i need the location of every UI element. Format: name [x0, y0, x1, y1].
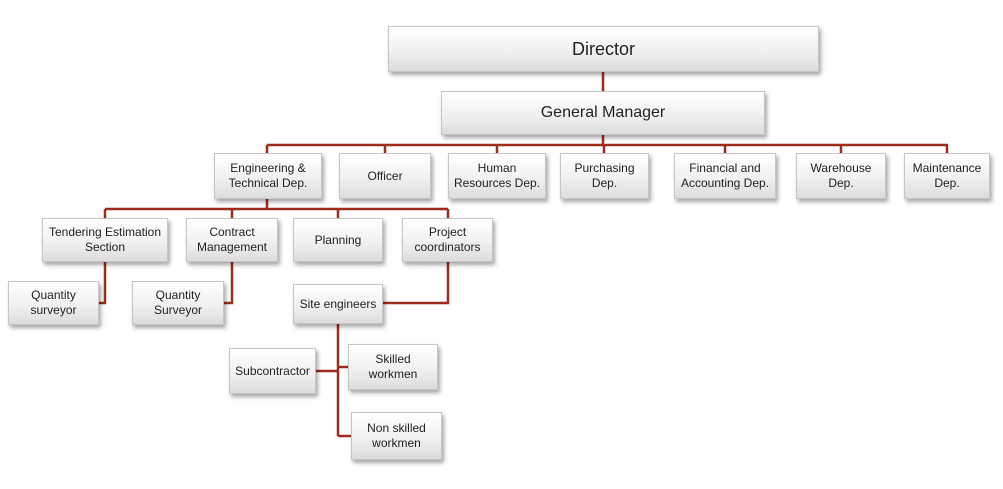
node-skilled-workmen: Skilled workmen — [348, 344, 438, 390]
node-project-coordinators: Project coordinators — [402, 218, 493, 262]
node-non-skilled-workmen: Non skilled workmen — [351, 412, 442, 460]
node-purchasing: Purchasing Dep. — [560, 153, 649, 199]
node-planning: Planning — [293, 218, 383, 262]
node-label: Skilled workmen — [368, 352, 418, 381]
node-label: Quantity Surveyor — [153, 288, 203, 317]
node-label: General Manager — [540, 104, 666, 121]
node-label: Warehouse Dep. — [810, 161, 872, 190]
node-subcontractor: Subcontractor — [229, 348, 316, 394]
node-label: Director — [571, 39, 635, 59]
node-quantity-surveyor-2: Quantity Surveyor — [132, 281, 224, 325]
connector-project-site — [383, 262, 450, 305]
node-label: Non skilled workmen — [367, 421, 426, 450]
node-quantity-surveyor-1: Quantity surveyor — [8, 281, 99, 325]
node-label: Maintenance Dep. — [912, 161, 982, 190]
node-label: Planning — [314, 232, 362, 247]
node-financial-accounting: Financial and Accounting Dep. — [674, 153, 776, 199]
node-human-resources: Human Resources Dep. — [448, 153, 546, 199]
node-label: Quantity surveyor — [30, 288, 77, 317]
node-maintenance: Maintenance Dep. — [904, 153, 990, 199]
node-director: Director — [388, 26, 819, 72]
node-officer: Officer — [339, 153, 431, 199]
node-label: Contract Management — [196, 225, 268, 254]
connector-tendering-qs1 — [99, 262, 107, 305]
node-label: Financial and Accounting Dep. — [680, 161, 770, 190]
connector-contract-qs2 — [224, 262, 234, 305]
node-label: Officer — [367, 168, 403, 183]
node-contract-management: Contract Management — [186, 218, 278, 262]
node-tendering-estimation: Tendering Estimation Section — [42, 218, 168, 262]
node-site-engineers: Site engineers — [293, 284, 383, 324]
node-label: Tendering Estimation Section — [48, 225, 162, 254]
node-label: Purchasing Dep. — [574, 161, 635, 190]
node-label: Subcontractor — [235, 363, 310, 378]
node-general-manager: General Manager — [441, 91, 765, 135]
node-label: Engineering & Technical Dep. — [228, 161, 308, 190]
node-label: Site engineers — [299, 296, 377, 311]
node-engineering-technical: Engineering & Technical Dep. — [214, 153, 322, 199]
node-label: Project coordinators — [414, 225, 481, 254]
node-warehouse: Warehouse Dep. — [796, 153, 886, 199]
node-label: Human Resources Dep. — [453, 161, 541, 190]
